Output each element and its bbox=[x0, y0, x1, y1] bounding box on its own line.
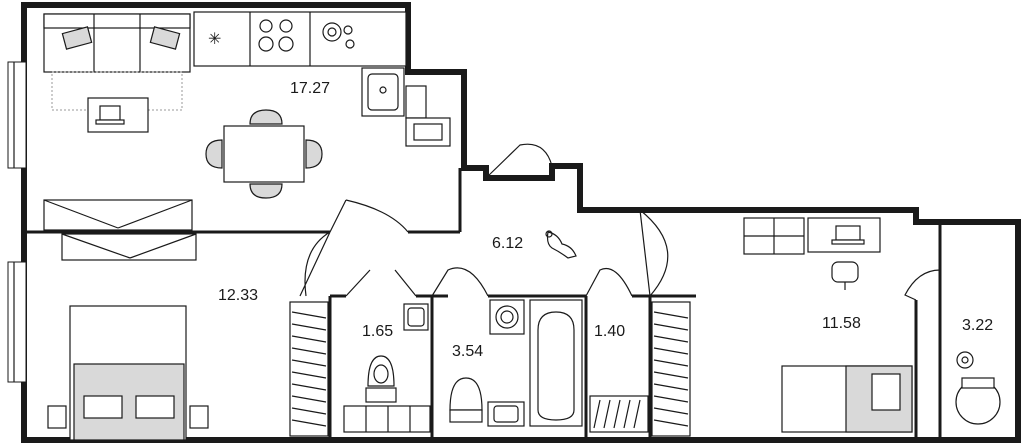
room-area-closet: 1.40 bbox=[594, 323, 625, 340]
room-area-bedroom-1: 12.33 bbox=[218, 287, 258, 304]
drain-icon bbox=[956, 351, 974, 369]
balcony: 3.22 bbox=[955, 317, 1001, 425]
bed-icon-2 bbox=[781, 365, 913, 433]
window-left-bottom bbox=[7, 261, 27, 383]
toilet-bath-icon bbox=[449, 377, 483, 423]
svg-text:✳: ✳ bbox=[208, 31, 221, 48]
dog-icon bbox=[545, 230, 577, 259]
bathroom: 3.54 bbox=[449, 299, 583, 427]
bedroom-2: 11.58 bbox=[743, 217, 913, 433]
desk bbox=[807, 217, 881, 253]
door-swings bbox=[299, 143, 941, 301]
room-area-toilet: 1.65 bbox=[362, 323, 393, 340]
closet-slats-left bbox=[289, 301, 329, 437]
room-area-bedroom-2: 11.58 bbox=[822, 315, 861, 332]
room-area-kitchen-living: 17.27 bbox=[290, 80, 330, 97]
tv-unit bbox=[43, 199, 193, 231]
cooktop-icon bbox=[258, 19, 294, 52]
room-area-balcony: 3.22 bbox=[962, 317, 993, 334]
bathtub-icon bbox=[529, 299, 583, 427]
interior-walls bbox=[24, 168, 942, 440]
sink-icon bbox=[367, 73, 399, 111]
dining-table-icon bbox=[205, 109, 323, 199]
toilet-icon bbox=[365, 355, 397, 403]
wash-basin-small bbox=[403, 303, 429, 331]
room-area-bathroom: 3.54 bbox=[452, 343, 483, 360]
nightstand-left bbox=[47, 405, 67, 429]
room-area-hallway: 6.12 bbox=[492, 235, 523, 252]
hallway: 6.12 bbox=[492, 230, 577, 259]
window-left-top bbox=[7, 61, 27, 169]
toilet-round-icon bbox=[955, 377, 1001, 425]
bed-icon bbox=[69, 305, 187, 441]
wardrobe-bedroom-1 bbox=[61, 233, 197, 261]
fridge bbox=[405, 85, 427, 119]
dishes-icon bbox=[322, 22, 355, 49]
toilet-shelf bbox=[343, 405, 431, 433]
kitchen-living-room: ✳ bbox=[43, 11, 451, 231]
closet-slats-right bbox=[651, 301, 691, 437]
bookshelf bbox=[743, 217, 805, 255]
toilet-room: 1.65 bbox=[343, 303, 431, 433]
desk-chair-icon bbox=[831, 261, 859, 290]
bedroom-1: 12.33 bbox=[47, 233, 258, 441]
washing-machine-icon bbox=[489, 299, 525, 335]
laptop-icon bbox=[87, 97, 149, 133]
closet-room: 1.40 bbox=[589, 323, 649, 433]
sofa-icon bbox=[43, 13, 191, 73]
nightstand-right bbox=[189, 405, 209, 429]
sink-bath-icon bbox=[487, 401, 525, 427]
laptop-icon-2 bbox=[831, 225, 865, 245]
kitchen-counter: ✳ bbox=[193, 11, 407, 67]
